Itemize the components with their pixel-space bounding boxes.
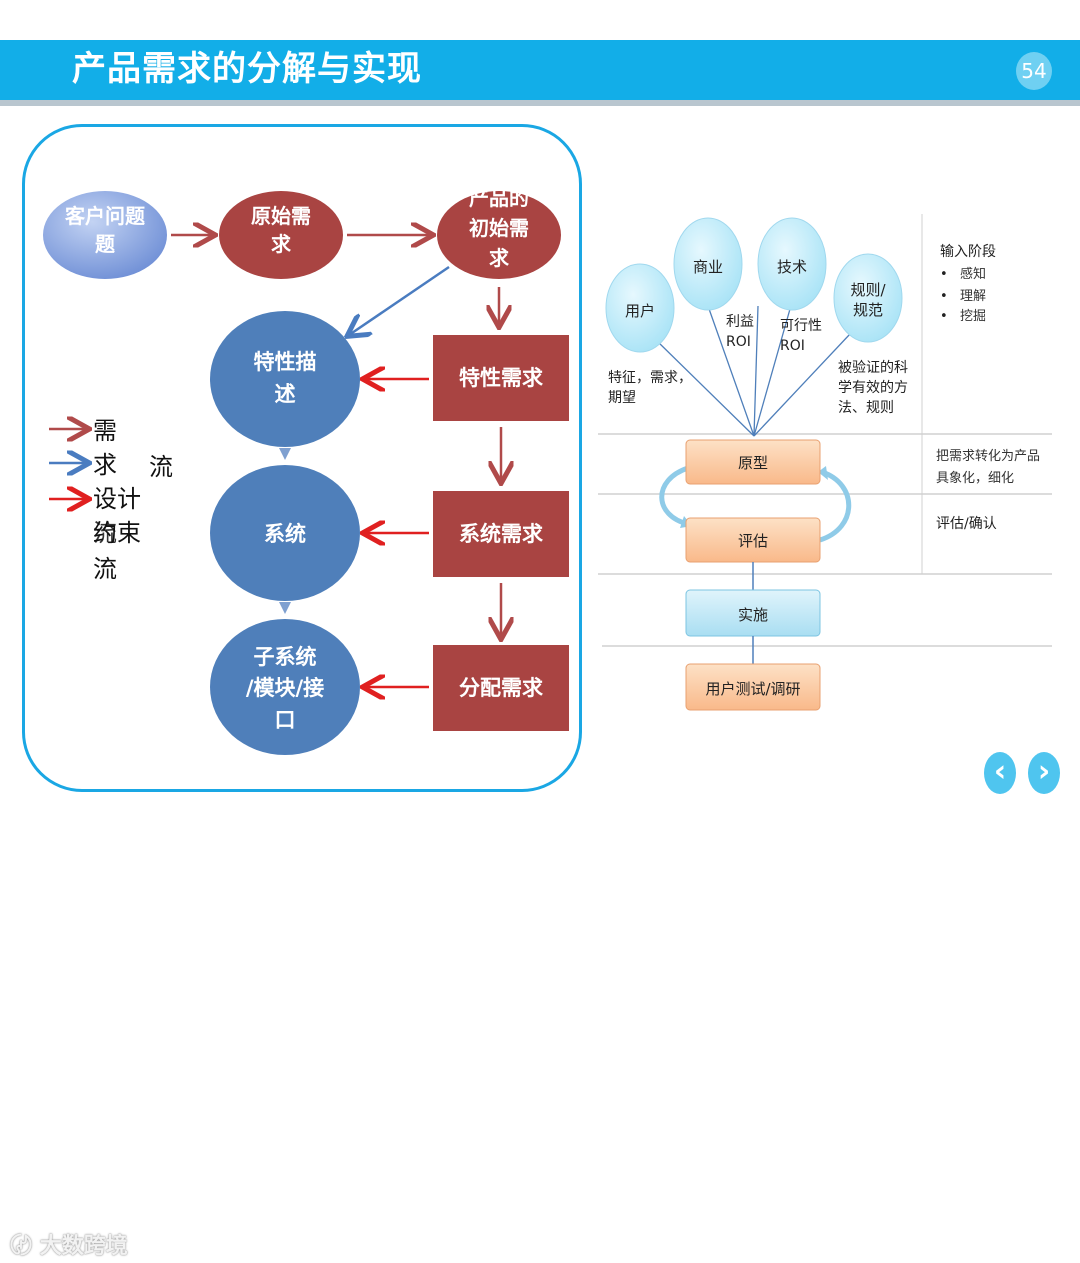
initial-requirement-node — [437, 191, 561, 279]
allocated-requirement-node — [433, 645, 569, 731]
user-caption-2: 期望 — [608, 390, 636, 406]
subsystem-label-1: 子系统 — [254, 645, 317, 669]
arrow-initial-to-feature-desc — [349, 265, 450, 335]
user-test-label: 用户测试/调研 — [705, 680, 800, 698]
raw-requirement-label-2: 求 — [271, 232, 292, 256]
next-slide-button[interactable]: › — [1028, 752, 1060, 794]
legend-text-4b: 流 — [93, 519, 117, 547]
system-requirement-label: 系统需求 — [459, 522, 543, 546]
convert-note-1: 把需求转化为产品 — [936, 449, 1040, 464]
input-stage-title: 输入阶段 — [940, 244, 996, 260]
customer-problem-label-1: 客户问题 — [64, 204, 146, 228]
header-banner — [0, 40, 1080, 100]
rules-bubble-label-1: 规则/ — [850, 281, 886, 299]
rules-caption-1: 被验证的科 — [838, 360, 908, 376]
raw-requirement-label-1: 原始需 — [251, 204, 311, 228]
initial-requirement-label-2: 初始需 — [469, 216, 529, 240]
watermark-text: 大数跨境 — [39, 1234, 128, 1259]
input-bullet-1: • — [940, 267, 948, 282]
customer-problem-label-2: 题 — [95, 232, 116, 256]
implement-label: 实施 — [738, 606, 768, 624]
rules-bubble-label-2: 规范 — [853, 301, 883, 319]
raw-requirement-node — [219, 191, 343, 279]
technology-bubble — [757, 217, 827, 311]
user-test-box — [685, 663, 821, 711]
prev-slide-button[interactable]: ‹ — [984, 752, 1016, 794]
technology-caption-1: 可行性 — [780, 318, 822, 334]
technology-bubble-label: 技术 — [777, 258, 807, 276]
user-caption-1: 特征，需求， — [608, 370, 692, 386]
header-divider — [0, 100, 1080, 106]
input-item-1: 感知 — [960, 266, 986, 282]
user-bubble — [605, 263, 675, 353]
legend-text-2: 求 — [93, 451, 117, 479]
legend-text-4a: 约束 — [93, 519, 141, 547]
business-bubble — [673, 217, 743, 311]
page-title: 产品需求的分解与实现 — [72, 49, 422, 89]
loop-arrow-right — [819, 469, 852, 543]
user-bubble-label: 用户 — [625, 302, 655, 320]
feature-requirement-node — [433, 335, 569, 421]
convert-note-2: 具象化，细化 — [936, 471, 1014, 486]
feature-description-node — [210, 311, 360, 447]
initial-requirement-label-1: 产品的 — [469, 186, 529, 210]
input-bullet-2: • — [940, 289, 948, 304]
evaluate-label: 评估 — [738, 532, 768, 550]
legend-text-1: 需 — [93, 417, 117, 445]
feature-requirement-label: 特性需求 — [459, 366, 543, 390]
subsystem-node — [210, 619, 360, 755]
input-item-3: 挖掘 — [960, 309, 986, 324]
allocated-requirement-label: 分配需求 — [459, 676, 543, 700]
loop-arrow-right-head — [818, 466, 828, 480]
customer-problem-node — [43, 191, 167, 279]
rules-bubble — [833, 253, 903, 343]
rules-caption-2: 学有效的方 — [838, 380, 908, 396]
rules-caption-3: 法、规则 — [838, 400, 894, 416]
feature-description-label-1: 特性描 — [254, 350, 317, 374]
business-caption-1: 利益 — [726, 314, 754, 330]
evaluate-note: 评估/确认 — [936, 516, 997, 532]
requirements-flow-diagram: 客户问题 题 原始需 求 产品的 初始需 求 特性描 述 特性需求 系统 系统需… — [43, 186, 569, 755]
business-caption-2: ROI — [726, 334, 751, 350]
legend-text-flow: 流 — [149, 453, 173, 481]
system-node — [210, 465, 360, 601]
input-rays — [655, 301, 851, 437]
subsystem-label-2: /模块/接 — [246, 676, 324, 700]
system-requirement-node — [433, 491, 569, 577]
connector-feature-to-system — [279, 448, 291, 460]
watermark-logo-icon: 〄 — [10, 1234, 33, 1259]
prototype-label: 原型 — [738, 454, 768, 472]
input-item-2: 理解 — [960, 289, 986, 304]
watermark: 〄 大数跨境 — [10, 1228, 128, 1260]
loop-arrow-left — [659, 465, 689, 527]
requirements-flow-panel: 客户问题 题 原始需 求 产品的 初始需 求 特性描 述 特性需求 系统 系统需… — [22, 124, 582, 792]
feature-description-label-2: 述 — [275, 382, 296, 406]
initial-requirement-label-3: 求 — [489, 246, 510, 270]
subsystem-label-3: 口 — [275, 708, 296, 732]
technology-caption-2: ROI — [780, 338, 805, 354]
legend-text-3: 设计 — [93, 485, 141, 513]
prototype-box — [685, 439, 821, 485]
connector-system-to-subsystem — [279, 602, 291, 614]
legend-text-5: 流 — [93, 555, 117, 583]
business-bubble-label: 商业 — [693, 258, 723, 276]
input-bullet-3: • — [940, 309, 948, 324]
page-number-badge: 54 — [1016, 52, 1052, 90]
system-label: 系统 — [264, 522, 306, 546]
product-realization-diagram: 用户 商业 技术 规则/ 规范 特征，需求， 期望 利益 ROI 可行性 ROI… — [598, 214, 1052, 711]
